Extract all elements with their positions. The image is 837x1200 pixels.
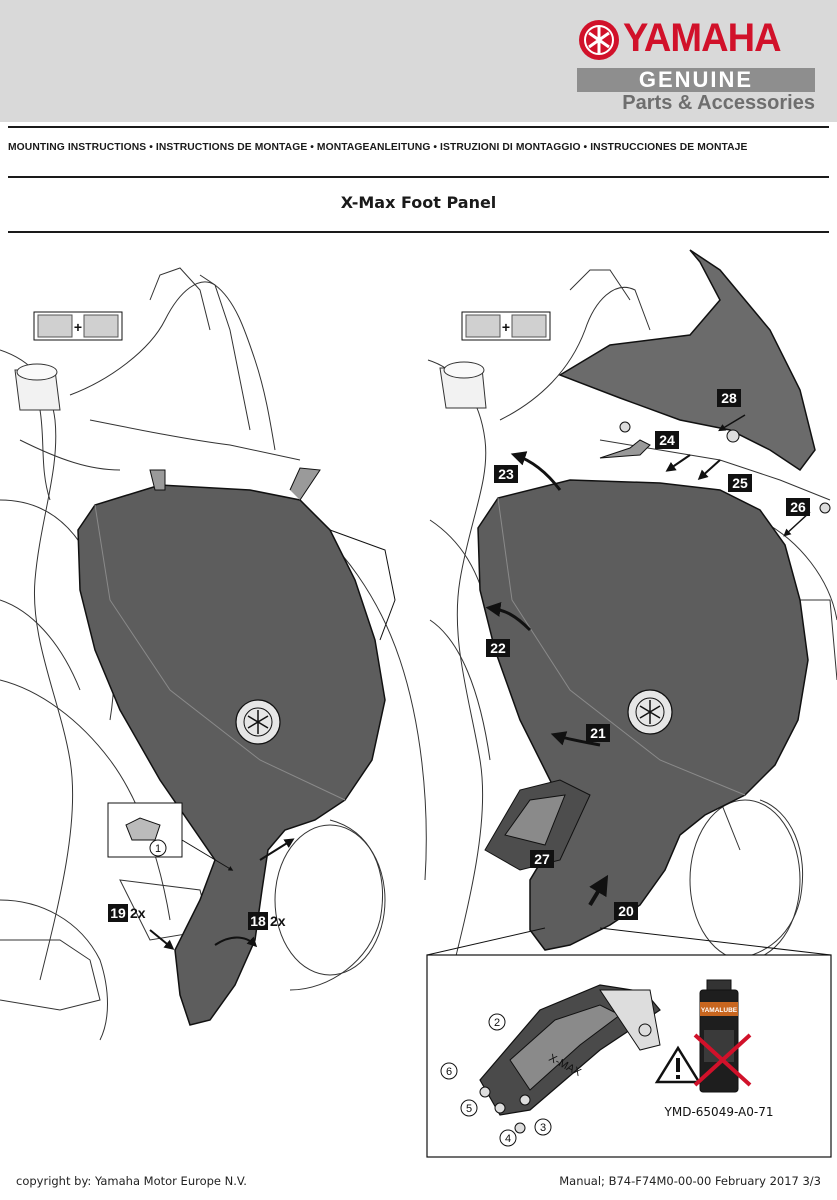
step-24-badge (655, 431, 679, 449)
callout-4: 4 (505, 1133, 511, 1145)
top-rule (8, 126, 829, 128)
warning-icon (654, 1045, 702, 1084)
step-19-label: 19 (110, 905, 126, 921)
left-rotate-plus: + (74, 319, 82, 335)
step-23-badge (494, 465, 518, 483)
product-code: YMD-65049-A0-71 (664, 1105, 774, 1119)
footer-manual-ref: Manual; B74-F74M0-00-00 February 2017 3/… (559, 1174, 821, 1188)
parts-accessories-label: Parts & Accessories (622, 92, 815, 114)
callout-2: 2 (494, 1017, 500, 1029)
right-rotate-plus: + (502, 319, 510, 335)
mounting-illustration: + 1 19 2x 18 2x (0, 249, 837, 1158)
step-28-badge (717, 389, 741, 407)
step-20-badge (614, 902, 638, 920)
document-title: X-Max Foot Panel (340, 193, 497, 212)
step-22-badge (486, 639, 510, 657)
callout-6: 6 (446, 1066, 452, 1078)
step-25-label: 25 (732, 475, 748, 491)
step-21-badge (586, 724, 610, 742)
step-19-badge (108, 904, 128, 922)
step-18-qty: 2x (270, 913, 286, 929)
step-20-label: 20 (618, 903, 634, 919)
header-band (0, 0, 837, 122)
parts-inset: X-MAX 2 6 5 4 3 YAMALUBE (426, 927, 832, 1158)
step-26-label: 26 (790, 499, 806, 515)
left-rotate-symbol: + (33, 311, 123, 341)
step-24-label: 24 (659, 432, 675, 448)
left-drawing: + 1 19 2x 18 2x (0, 267, 427, 1041)
instructions-rule (8, 176, 829, 178)
can-brand-label: YAMALUBE (701, 1007, 738, 1014)
step-18-badge (248, 912, 268, 930)
callout-3: 3 (540, 1122, 546, 1134)
callout-1: 1 (155, 843, 161, 855)
mounting-instructions-line: MOUNTING INSTRUCTIONS • INSTRUCTIONS DE … (8, 142, 748, 153)
step-28-label: 28 (721, 390, 737, 406)
step-23-label: 23 (498, 466, 514, 482)
footer-copyright: copyright by: Yamaha Motor Europe N.V. (16, 1174, 247, 1188)
brand-wordmark: YAMAHA (623, 16, 782, 60)
title-rule (8, 231, 829, 233)
step-25-badge (728, 474, 752, 492)
step-22-label: 22 (490, 640, 506, 656)
step-26-badge (786, 498, 810, 516)
lubricant-spray-can-icon: YAMALUBE (693, 979, 752, 1093)
right-rotate-symbol: + (461, 311, 551, 341)
step-19-qty: 2x (130, 905, 146, 921)
windscreen (558, 249, 816, 472)
step-21-label: 21 (590, 725, 606, 741)
step-18-label: 18 (250, 913, 266, 929)
yamaha-genuine-logo: YAMAHA GENUINE Parts & Accessories (577, 16, 815, 116)
left-foot-panel (77, 484, 386, 1026)
genuine-label: GENUINE (577, 68, 815, 92)
step-27-label: 27 (534, 851, 550, 867)
right-drawing: + 28 24 23 25 26 22 21 (427, 249, 837, 981)
step-27-badge (530, 850, 554, 868)
tuning-fork-emblem-icon (579, 20, 619, 60)
callout-5: 5 (466, 1103, 472, 1115)
right-step-badges: 28 24 23 25 26 22 21 27 20 (486, 389, 810, 920)
